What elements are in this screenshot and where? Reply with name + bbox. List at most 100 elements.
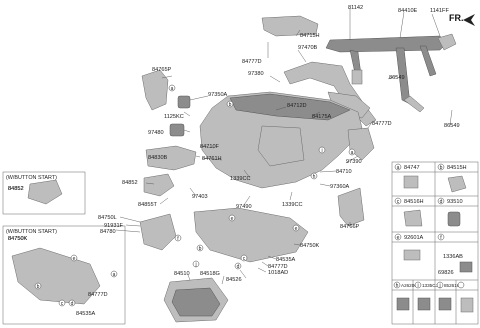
side-vent-left <box>177 95 191 109</box>
callout-84535a: 84535A <box>276 257 296 263</box>
callout-1339cc-b: 1339CC <box>282 202 303 208</box>
bracket-icon <box>447 175 467 193</box>
glove-box-lid <box>171 287 221 317</box>
crash-pad-top-surface <box>229 93 351 121</box>
legend-letter-a: a <box>397 165 400 171</box>
legend-part-i: 85261C <box>444 283 461 288</box>
marker-j: j <box>194 262 196 268</box>
callout-97380: 97380 <box>248 71 264 77</box>
leader-lines <box>115 8 453 285</box>
callout-97490: 97490 <box>236 204 252 210</box>
callout-84715h: 84715H <box>300 33 320 39</box>
legend-table: a 84747 b 84515H c 84516H d 93510 e 9260… <box>391 161 479 325</box>
callout-84410e: 84410E <box>398 8 418 14</box>
center-fascia-area <box>257 125 305 167</box>
inset-box-button-start-bottom <box>2 225 126 325</box>
callout-86549-b: 86549 <box>444 123 460 129</box>
callout-97403: 97403 <box>192 194 208 200</box>
callout-inset-84852: 84852 <box>8 186 24 192</box>
callout-84777d-c: 84777D <box>268 264 288 270</box>
callout-1018ad: 1018AD <box>268 270 288 276</box>
marker-a: a <box>171 86 174 92</box>
front-direction-marker: FR. <box>449 13 475 26</box>
callout-84750l: 84750L <box>98 215 117 221</box>
callout-84766p: 84766P <box>340 224 360 230</box>
defroster-nozzle <box>261 15 319 37</box>
callout-97470b: 97470B <box>298 45 318 51</box>
switch-icon <box>447 211 461 227</box>
switch-icon <box>459 261 473 273</box>
legend-letter-c: c <box>397 199 400 205</box>
callout-84710f: 84710F <box>200 144 220 150</box>
clip-icon <box>403 175 419 189</box>
inset-top-title: (W/BUTTON START) <box>6 175 57 181</box>
marker-c: c <box>61 301 64 307</box>
legend-part-b: 84515H <box>447 165 467 171</box>
callout-97480: 97480 <box>148 130 164 136</box>
legend-part-d: 93510 <box>447 199 463 205</box>
callout-1125kc: 1125KC <box>164 114 184 120</box>
callout-inset-84535a: 84535A <box>76 311 96 317</box>
glove-box-top <box>337 187 365 227</box>
legend-letter-e: e <box>397 235 400 241</box>
marker-a: a <box>351 150 354 156</box>
callout-84518g: 84518G <box>200 271 220 277</box>
cowl-cross-bar <box>325 33 457 113</box>
callout-labels: 81142 84410E 1141FF 84715H 84777D 97470B… <box>8 5 460 317</box>
marker-d: d <box>237 264 240 270</box>
callout-1141ff: 1141FF <box>430 8 449 14</box>
inset-bottom-part: 84750K <box>8 236 28 242</box>
marker-b: b <box>37 284 40 290</box>
marker-b: b <box>229 102 232 108</box>
lower-crash-pad <box>139 213 177 251</box>
marker-e: e <box>295 226 298 232</box>
inset-box-button-start-top <box>2 171 86 215</box>
callout-inset-84750k: 84750K <box>8 236 28 242</box>
connector-icon <box>403 249 421 261</box>
callout-84510: 84510 <box>174 271 190 277</box>
callout-84852: 84852 <box>122 180 138 186</box>
side-cover-left <box>141 69 169 111</box>
lower-panel <box>193 207 309 263</box>
marker-e: e <box>73 256 76 262</box>
legend-part-f2: 1336AB <box>443 254 463 260</box>
callout-inset-84777d: 84777D <box>88 292 108 298</box>
legend-letter-h: i <box>417 283 418 289</box>
callout-84780: 84780 <box>100 229 116 235</box>
legend-part-e: 92601A <box>404 235 424 241</box>
marker-a: a <box>113 272 116 278</box>
callout-84855t: 84855T <box>138 202 158 208</box>
inset-top-part: 84852 <box>8 186 24 192</box>
legend-letter-i: j <box>438 283 440 289</box>
fastener-icon <box>460 297 474 313</box>
legend-letter-g: h <box>396 283 399 289</box>
callout-84765p: 84765P <box>152 67 172 73</box>
inset-bottom-title: (W/BUTTON START) <box>6 229 57 235</box>
front-label: FR. <box>449 13 464 23</box>
callout-84750k: 84750K <box>300 243 320 249</box>
marker-b: b <box>199 246 202 252</box>
marker-i: i <box>321 148 322 154</box>
callout-84710: 84710 <box>336 169 352 175</box>
legend-part-c: 84516H <box>404 199 424 205</box>
callout-84712d: 84712D <box>287 103 307 109</box>
legend-part-a: 84747 <box>404 165 420 171</box>
bracket-icon <box>403 209 423 227</box>
callout-1339cc-a: 1339CC <box>230 176 251 182</box>
clip-icon <box>417 297 431 311</box>
callout-84526: 84526 <box>226 277 242 283</box>
cluster-hood <box>145 145 197 171</box>
callout-84761h: 84761H <box>202 156 222 162</box>
callout-86549-a: 86549 <box>389 75 405 81</box>
front-arrow-icon <box>463 14 475 26</box>
marker-h: h <box>313 174 316 180</box>
callout-84777d-b: 84777D <box>372 121 392 127</box>
clip-icon <box>438 297 452 311</box>
legend-letter-d: d <box>440 199 443 205</box>
marker-e: e <box>231 216 234 222</box>
callout-84777d-a: 84777D <box>242 59 262 65</box>
inset-cover <box>27 179 63 205</box>
legend-part-f: 69826 <box>438 270 454 276</box>
callout-97390: 97390 <box>346 159 362 165</box>
